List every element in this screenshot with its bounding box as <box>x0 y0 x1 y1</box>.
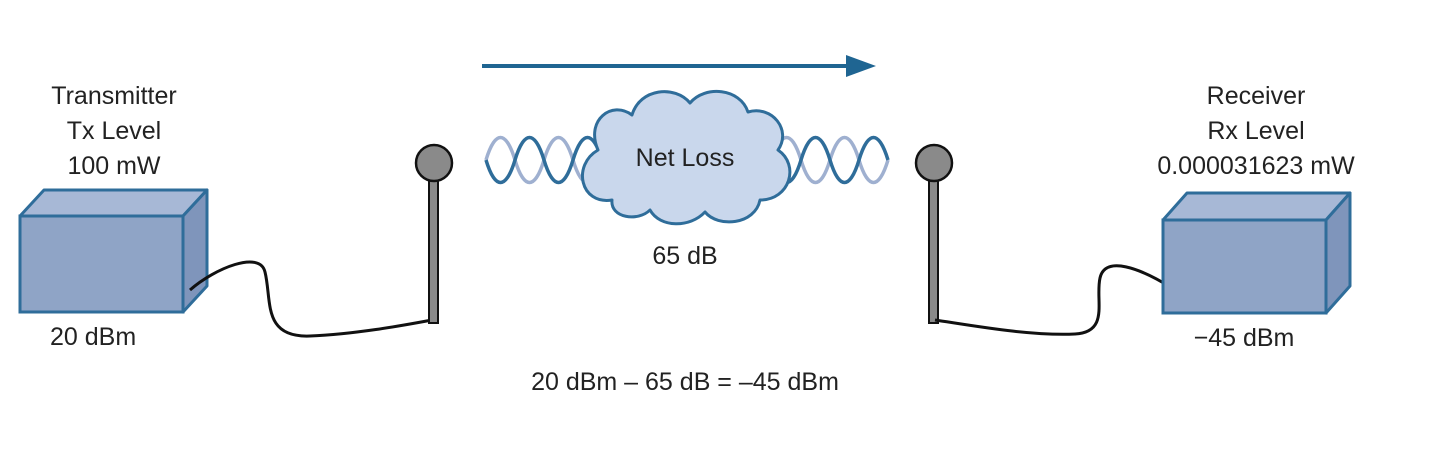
net-loss-label: Net Loss <box>635 144 735 172</box>
transmitter-power-dbm: 20 dBm <box>50 323 137 351</box>
transmitter-antenna <box>414 143 454 324</box>
receiver-power-mw: 0.000031623 mW <box>1157 152 1355 180</box>
net-loss-cloud <box>581 89 792 226</box>
net-loss-value: 65 dB <box>652 242 718 270</box>
receiver-antenna <box>914 143 954 324</box>
transmitter-level-label: Tx Level <box>66 117 162 145</box>
signal-direction-arrow <box>482 55 876 77</box>
link-budget-equation: 20 dBm – 65 dB = –45 dBm <box>531 368 839 396</box>
receiver-title: Receiver <box>1206 82 1306 110</box>
receiver-level-label: Rx Level <box>1207 117 1305 145</box>
receiver-box <box>1161 191 1352 315</box>
receiver-power-dbm: −45 dBm <box>1193 324 1295 352</box>
transmitter-power-mw: 100 mW <box>67 152 161 180</box>
transmitter-cable <box>189 260 433 338</box>
signal-wave-right <box>770 136 890 184</box>
transmitter-box <box>18 188 209 314</box>
receiver-cable <box>934 264 1173 336</box>
transmitter-title: Transmitter <box>51 82 177 110</box>
